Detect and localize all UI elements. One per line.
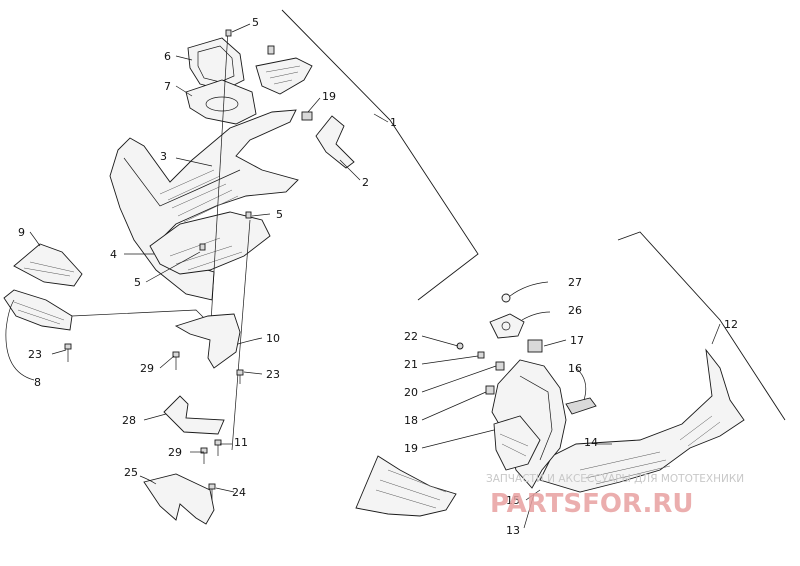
callout-1: 1: [390, 116, 397, 129]
part-2-trim: [315, 115, 355, 169]
callout-21: 21: [404, 358, 418, 371]
part-13-lower-side-cover: [355, 455, 457, 517]
callout-15: 15: [506, 494, 520, 507]
fasteners-left: [64, 29, 252, 500]
callout-8: 8: [34, 376, 41, 389]
axis-line-b: [231, 219, 251, 451]
callout-5: 5: [252, 16, 259, 29]
callout-18: 18: [404, 414, 418, 427]
callout-20: 20: [404, 386, 418, 399]
part-upper-bracket: [255, 45, 313, 95]
part-14-floor-panel: [539, 348, 745, 493]
part-3-front-panel: [109, 109, 299, 301]
callout-13: 13: [506, 524, 520, 537]
callout-29: 29: [168, 446, 182, 459]
leader-8-join: [71, 309, 207, 321]
callout-10: 10: [266, 332, 280, 345]
part-9-side-cover: [13, 243, 83, 287]
part-26-mount: [489, 313, 525, 339]
callout-labels: 5 6 7 19 1 3 2 5 4 5 9 10 23 8 29 23 28 …: [18, 16, 738, 537]
callout-16: 16: [568, 362, 582, 375]
callout-25: 25: [124, 466, 138, 479]
part-28-bracket: [163, 395, 225, 435]
assembly-1-bracket: [281, 9, 479, 301]
part-19-clip: [301, 111, 313, 121]
part-25-lower-guard: [143, 473, 215, 525]
callout-17: 17: [570, 334, 584, 347]
callout-23: 23: [28, 348, 42, 361]
leader-lines: [5, 23, 721, 529]
part-17-cap: [527, 339, 543, 353]
callout-23: 23: [266, 368, 280, 381]
callout-3: 3: [160, 150, 167, 163]
callout-11: 11: [234, 436, 248, 449]
callout-19: 19: [404, 442, 418, 455]
assembly-12-bracket: [617, 231, 786, 421]
part-19-inner-panel: [493, 415, 541, 471]
callout-12: 12: [724, 318, 738, 331]
callout-4: 4: [110, 248, 117, 261]
callout-29: 29: [140, 362, 154, 375]
part-10-bracket: [174, 313, 241, 369]
callout-5: 5: [134, 276, 141, 289]
callout-28: 28: [122, 414, 136, 427]
callout-5: 5: [276, 208, 283, 221]
watermark-tagline: ЗАПЧАСТИ И АКСЕССУАРЫ ДЛЯ МОТОТЕХНИКИ: [486, 473, 744, 485]
callout-9: 9: [18, 226, 25, 239]
part-7-plate: [185, 79, 257, 125]
callout-24: 24: [232, 486, 246, 499]
part-18-main-frame: [491, 359, 567, 489]
callout-7: 7: [164, 80, 171, 93]
part-16-lever: [565, 397, 597, 415]
watermark: ЗАПЧАСТИ И АКСЕССУАРЫ ДЛЯ МОТОТЕХНИКИ PA…: [486, 473, 744, 519]
callout-27: 27: [568, 276, 582, 289]
part-8-lower-cover: [3, 289, 73, 331]
callout-14: 14: [584, 436, 598, 449]
watermark-brand: PARTSFOR.RU: [490, 489, 693, 519]
callout-26: 26: [568, 304, 582, 317]
callout-6: 6: [164, 50, 171, 63]
callout-2: 2: [362, 176, 369, 189]
callout-19: 19: [322, 90, 336, 103]
parts-20-22-fasteners: [456, 342, 505, 395]
callout-22: 22: [404, 330, 418, 343]
axis-line-a: [209, 29, 229, 341]
part-27-knob: [501, 293, 511, 303]
